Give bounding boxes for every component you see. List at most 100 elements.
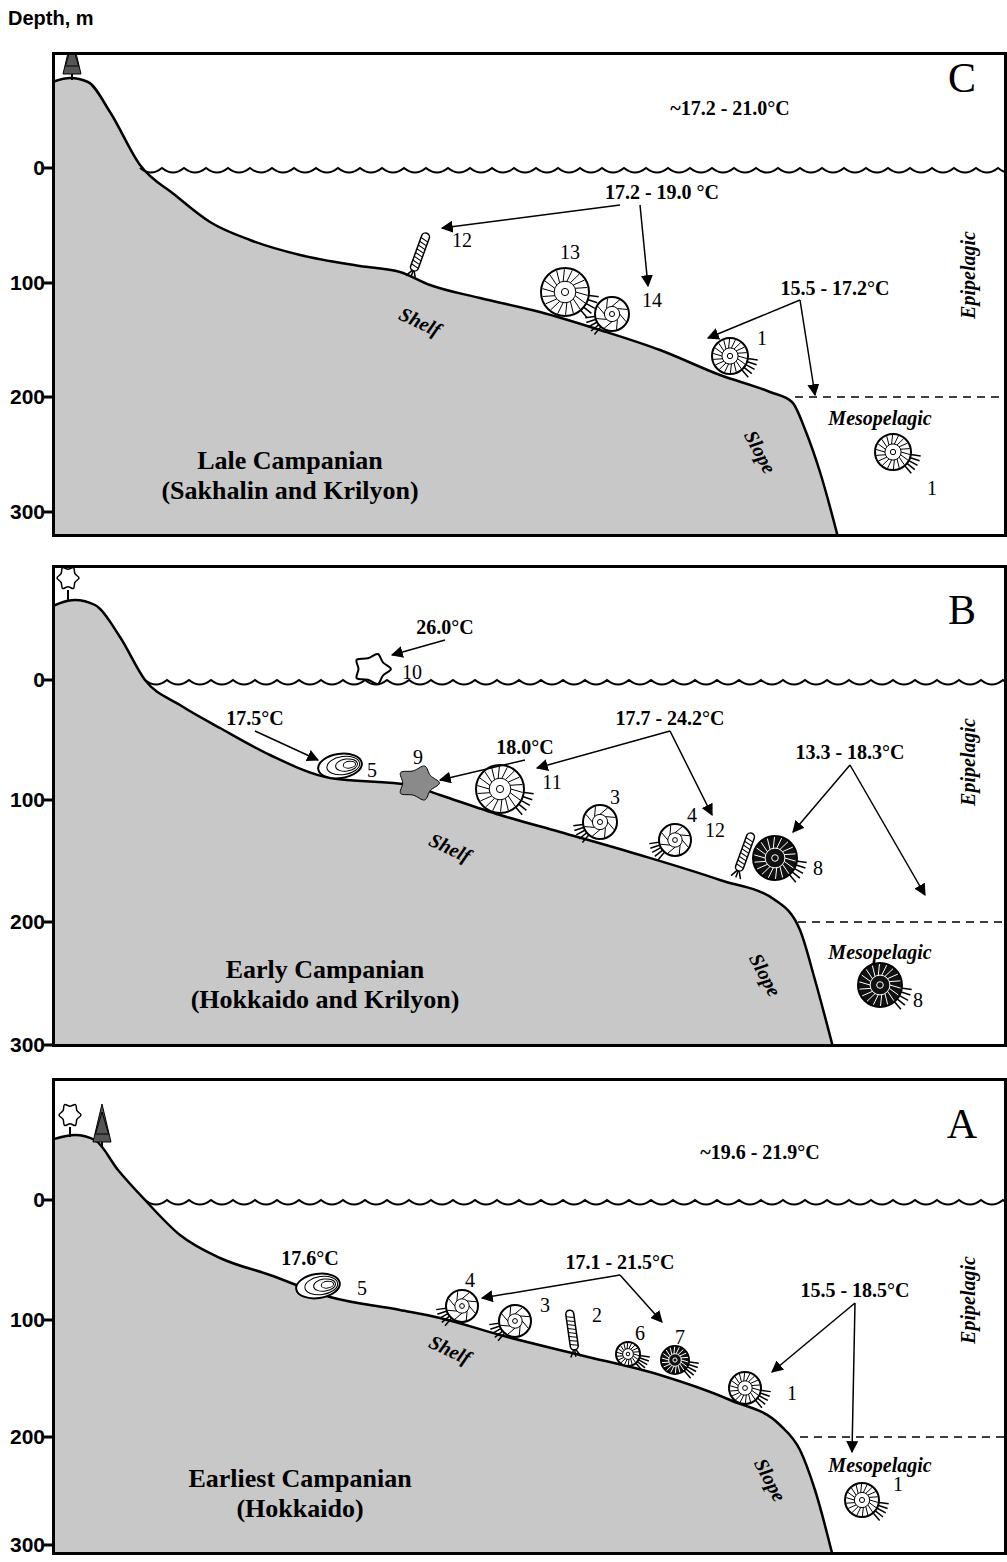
callout-number: 7	[675, 1326, 685, 1349]
callout-number: 4	[465, 1269, 475, 1292]
ammonite	[858, 963, 912, 1009]
leader-arrow	[440, 760, 525, 780]
tick-mark	[44, 282, 52, 285]
callout-number: 1	[757, 327, 767, 350]
tick-mark	[44, 921, 52, 924]
sponge	[356, 654, 391, 684]
land-profile	[55, 1135, 835, 1555]
axis-tick-label: 300	[10, 1033, 45, 1057]
leader-arrow	[482, 1275, 620, 1298]
ammonite	[875, 434, 921, 473]
tree	[59, 1104, 81, 1137]
leader-arrow	[537, 731, 670, 768]
ammonite	[585, 297, 629, 334]
period-panel: B 26.0°C 10 17.5°C 18.0°C 17.7 - 24.2°C 13.3 -…	[52, 565, 1007, 1047]
panel-letter: B	[948, 586, 976, 634]
ammonite	[541, 268, 599, 318]
panel-title: Early Campanian (Hokkaido and Krilyon)	[178, 955, 473, 1015]
tick-mark	[44, 1199, 52, 1202]
tree	[93, 1104, 111, 1148]
axis-tick-label: 200	[10, 910, 45, 934]
callout-number: 9	[413, 746, 423, 769]
sea-surface	[140, 168, 1007, 173]
callout-number: 13	[560, 241, 580, 264]
tick-mark	[44, 799, 52, 802]
callout-number: 12	[705, 819, 725, 842]
callout-number: 5	[367, 759, 377, 782]
ammonite	[845, 1483, 889, 1520]
axis-tick-label: 200	[10, 1425, 45, 1449]
temperature-label: 13.3 - 18.3°C	[795, 741, 904, 764]
axis-tick-label: 300	[10, 500, 45, 524]
temperature-label: 15.5 - 18.5°C	[800, 1279, 909, 1302]
tree	[57, 568, 79, 600]
callout-number: 5	[357, 1277, 367, 1300]
leader-arrow	[670, 731, 712, 815]
ammonite	[753, 836, 807, 882]
panel-letter: C	[948, 54, 976, 102]
leader-arrow	[850, 765, 925, 895]
axis-tick-label: 0	[33, 668, 45, 692]
panel-title: Lale Campanian (Sakhalin and Krilyon)	[153, 446, 428, 506]
panel-letter: A	[947, 1100, 977, 1148]
callout-number: 3	[540, 1294, 550, 1317]
axis-tick-label: 100	[10, 788, 45, 812]
tick-mark	[44, 1044, 52, 1047]
ammonite	[729, 1372, 771, 1408]
temperature-label: 17.6°C	[281, 1247, 338, 1270]
callout-number: 10	[402, 661, 422, 684]
temperature-label: ~19.6 - 21.9°C	[700, 1141, 820, 1164]
axis-tick-label: 300	[10, 1533, 45, 1557]
panel-title: Earliest Campanian (Hokkaido)	[170, 1464, 430, 1524]
callout-number: 1	[927, 477, 937, 500]
period-panel: A ~19.6 - 21.9°C 17.6°C 17.1 - 21.5°C 15.5 -…	[52, 1078, 1007, 1555]
ammonite	[489, 1305, 531, 1341]
leader-arrow	[800, 300, 815, 395]
temperature-label: 18.0°C	[496, 736, 553, 759]
temperature-label: 17.2 - 19.0 °C	[605, 181, 719, 204]
land-profile	[55, 78, 840, 537]
leader-arrow	[640, 205, 648, 286]
callout-number: 8	[913, 989, 923, 1012]
callout-number: 14	[642, 289, 662, 312]
ammonite	[661, 1346, 699, 1378]
leader-arrow	[442, 205, 620, 228]
zone-label: Mesopelagic	[828, 941, 931, 964]
callout-number: 1	[893, 1473, 903, 1496]
temperature-label: 15.5 - 17.2°C	[780, 277, 889, 300]
zone-boundary	[795, 396, 1007, 398]
leader-arrow	[708, 300, 800, 338]
bivalve	[317, 751, 364, 781]
sea-surface	[145, 1200, 1007, 1205]
tick-mark	[44, 1319, 52, 1322]
temperature-label: 26.0°C	[416, 616, 473, 639]
bivalve	[295, 1271, 342, 1301]
tick-mark	[44, 679, 52, 682]
axis-tick-label: 100	[10, 1308, 45, 1332]
belemnite	[564, 1309, 580, 1357]
zone-label: Epipelagic	[957, 718, 980, 806]
temperature-label: 17.1 - 21.5°C	[565, 1251, 674, 1274]
callout-number: 4	[687, 804, 697, 827]
sponge	[400, 766, 439, 800]
leader-arrow	[392, 640, 445, 655]
callout-number: 3	[610, 786, 620, 809]
ammonite	[436, 1290, 478, 1326]
sea-surface	[145, 680, 1007, 685]
period-panel: C ~17.2 - 21.0°C 17.2 - 19.0 °C 15.5 - 17.2…	[52, 52, 1007, 537]
axis-tick-label: 0	[33, 1188, 45, 1212]
tick-mark	[44, 396, 52, 399]
zone-boundary	[798, 921, 1007, 923]
temperature-label: 17.5°C	[226, 707, 283, 730]
temperature-label: ~17.2 - 21.0°C	[670, 97, 790, 120]
leader-arrow	[793, 765, 850, 832]
temperature-label: 17.7 - 24.2°C	[615, 707, 724, 730]
tree	[63, 55, 81, 80]
leader-arrow	[620, 1275, 662, 1322]
leader-arrow	[772, 1303, 855, 1372]
belemnite	[406, 231, 431, 279]
seafloor-illustration	[55, 568, 1007, 1047]
zone-label: Epipelagic	[957, 231, 980, 319]
callout-number: 1	[787, 1382, 797, 1405]
